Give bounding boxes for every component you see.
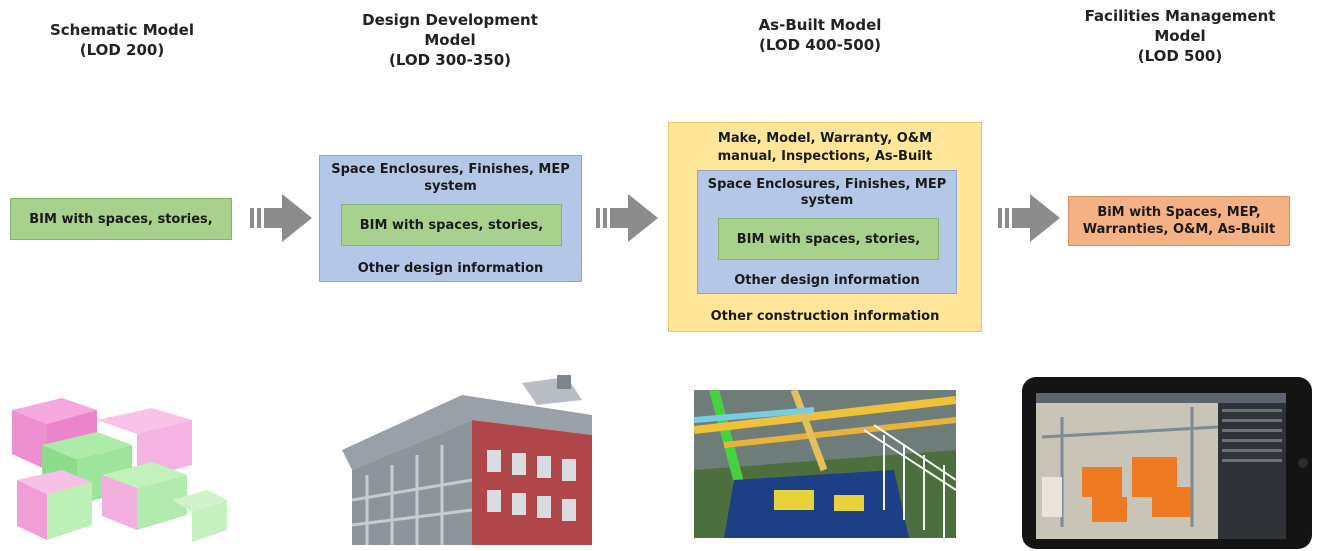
- title-line: Design Development: [362, 11, 538, 29]
- asbuilt-top-line1: Make, Model, Warranty, O&M: [717, 131, 933, 146]
- title-line: Schematic Model: [49, 21, 194, 39]
- design-building-image: [342, 375, 592, 545]
- stage-title-asbuilt: As-Built Model (LOD 400-500): [710, 15, 930, 55]
- asbuilt-mid-bottom: Other design information: [734, 273, 920, 288]
- asbuilt-bottom: Other construction information: [710, 309, 940, 324]
- asbuilt-top-line2: manual, Inspections, As-Built: [717, 149, 933, 164]
- stage-title-fm: Facilities Management Model (LOD 500): [1060, 6, 1300, 66]
- arrow-right-icon: [250, 194, 312, 242]
- arrow-right-icon: [998, 194, 1060, 242]
- design-inner-box: BIM with spaces, stories,: [341, 204, 562, 246]
- design-inner-text: BIM with spaces, stories,: [359, 218, 544, 233]
- stage-title-schematic: Schematic Model (LOD 200): [22, 20, 222, 60]
- schematic-box-text: BIM with spaces, stories,: [29, 212, 213, 227]
- stage-title-design: Design Development Model (LOD 300-350): [335, 10, 565, 70]
- asbuilt-box: Make, Model, Warranty, O&M manual, Inspe…: [668, 122, 982, 332]
- title-line: Facilities Management: [1084, 7, 1276, 25]
- title-line: (LOD 400-500): [758, 36, 881, 54]
- arrow-right-icon: [596, 194, 658, 242]
- schematic-massing-image: [12, 398, 227, 542]
- title-line: (LOD 200): [79, 41, 165, 59]
- asbuilt-inner-box: BIM with spaces, stories,: [718, 218, 939, 260]
- asbuilt-mid-line2: system: [800, 193, 854, 208]
- design-box-top-line2: system: [424, 179, 477, 194]
- fm-tablet-image: [1022, 377, 1312, 549]
- title-line: Model: [1154, 27, 1206, 45]
- title-line: (LOD 300-350): [388, 51, 511, 69]
- design-box-bottom: Other design information: [357, 261, 544, 276]
- fm-box: BiM with Spaces, MEP, Warranties, O&M, A…: [1068, 196, 1290, 246]
- design-box: Space Enclosures, Finishes, MEP system B…: [319, 155, 582, 282]
- asbuilt-inner-text: BIM with spaces, stories,: [736, 232, 921, 247]
- fm-box-line1: BiM with Spaces, MEP,: [1097, 205, 1261, 220]
- title-line: (LOD 500): [1137, 47, 1223, 65]
- asbuilt-mid-line1: Space Enclosures, Finishes, MEP: [707, 177, 947, 192]
- asbuilt-design-box: Space Enclosures, Finishes, MEP system B…: [697, 170, 957, 294]
- asbuilt-mep-image: [694, 390, 956, 538]
- schematic-box: BIM with spaces, stories,: [10, 198, 232, 240]
- title-line: As-Built Model: [758, 16, 882, 34]
- title-line: Model: [424, 31, 476, 49]
- fm-box-line2: Warranties, O&M, As-Built: [1082, 222, 1276, 237]
- design-box-top-line1: Space Enclosures, Finishes, MEP: [331, 162, 570, 177]
